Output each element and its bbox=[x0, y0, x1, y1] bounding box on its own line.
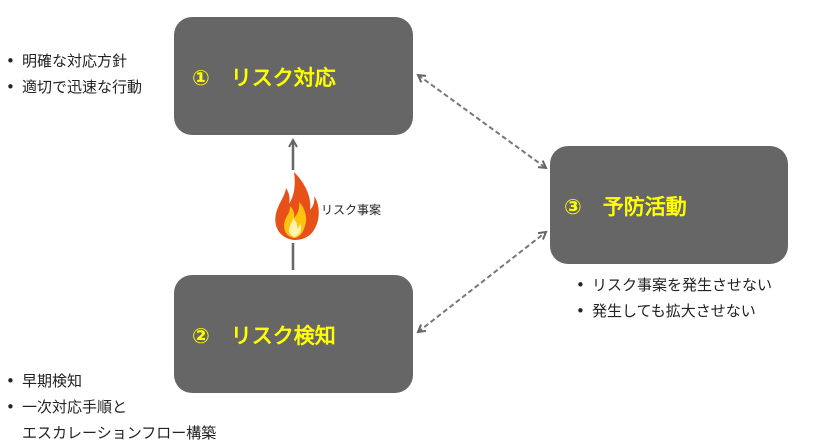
bullet-item: 適切で迅速な行動 bbox=[4, 74, 142, 100]
risk-detection-label: ② リスク検知 bbox=[192, 324, 336, 348]
bullet-item: 一次対応手順と bbox=[4, 394, 216, 420]
risk-response-label: ① リスク対応 bbox=[192, 66, 336, 90]
bullet-item: 早期検知 bbox=[4, 368, 216, 394]
fire-icon bbox=[275, 172, 319, 240]
dashed-link-detection-prevention bbox=[418, 232, 546, 332]
bullet-continuation: エスカレーションフロー構築 bbox=[22, 424, 217, 442]
prevention-box: ③ 予防活動 bbox=[550, 146, 788, 264]
bullet-item: リスク事案を発生させない bbox=[574, 272, 772, 298]
detection-bullets-block: 早期検知 一次対応手順と エスカレーションフロー構築 bbox=[4, 368, 216, 446]
bullet-item: 発生しても拡大させない bbox=[574, 298, 772, 324]
risk-response-box: ① リスク対応 bbox=[174, 17, 413, 135]
prevention-label: ③ 予防活動 bbox=[564, 195, 687, 219]
bullet-item: 明確な対応方針 bbox=[4, 48, 142, 74]
dashed-link-response-prevention bbox=[418, 75, 546, 168]
detection-bullets: 早期検知 一次対応手順と bbox=[4, 368, 216, 420]
prevention-bullets: リスク事案を発生させない 発生しても拡大させない bbox=[574, 272, 772, 324]
response-bullets: 明確な対応方針 適切で迅速な行動 bbox=[4, 48, 142, 100]
event-label: リスク事案 bbox=[321, 203, 382, 217]
